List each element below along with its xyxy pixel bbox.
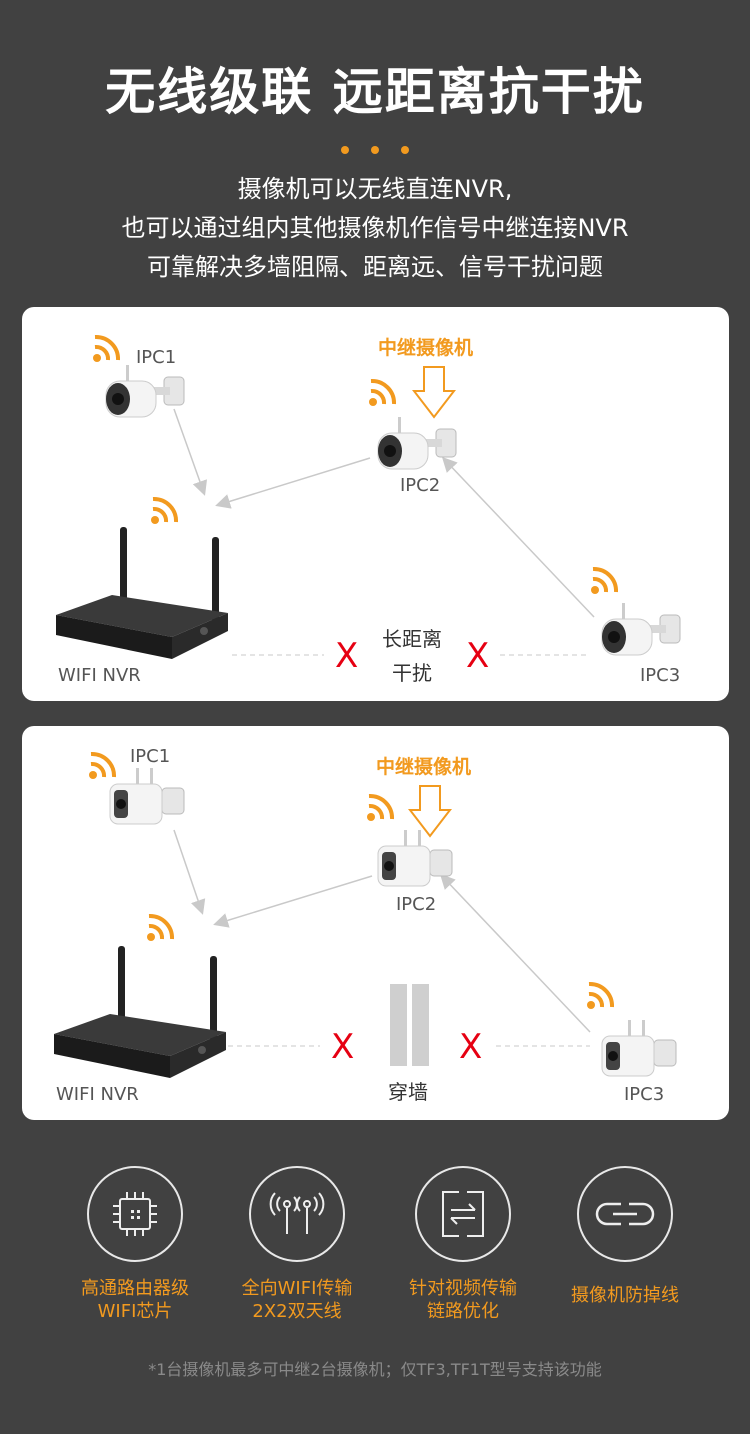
wifi-icon bbox=[591, 566, 619, 594]
camera-icon-ipc2 bbox=[377, 417, 457, 470]
wall-icon bbox=[412, 984, 429, 1066]
ipc1-label: IPC1 bbox=[136, 347, 177, 368]
camera-icon-ipc1 bbox=[109, 768, 185, 825]
description-line-3: 可靠解决多墙阻隔、距离远、信号干扰问题 bbox=[147, 253, 603, 281]
diagram-long-distance: 中继摄像机 IPC1 IPC2 IPC3 WIFI NVR X X 长距离 干扰 bbox=[22, 307, 729, 701]
blocked-cross-icon: X bbox=[335, 636, 359, 676]
link-icon bbox=[595, 1202, 655, 1226]
antenna-icon bbox=[269, 1192, 325, 1234]
relay-camera-label: 中继摄像机 bbox=[378, 337, 474, 359]
camera-icon-ipc1 bbox=[105, 365, 185, 418]
chip-icon bbox=[113, 1192, 157, 1236]
blocked-cross-icon: X bbox=[466, 636, 490, 676]
connection-lines bbox=[173, 408, 595, 656]
ipc3-label: IPC3 bbox=[624, 1084, 665, 1105]
video-link-icon bbox=[442, 1191, 484, 1237]
wifi-icon bbox=[147, 913, 175, 941]
camera-icon-ipc2 bbox=[377, 830, 453, 887]
nvr-device-icon bbox=[56, 527, 228, 659]
footnote: *1台摄像机最多可中继2台摄像机；仅TF3,TF1T型号支持该功能 bbox=[148, 1360, 602, 1379]
description-line-2: 也可以通过组内其他摄像机作信号中继连接NVR bbox=[121, 214, 629, 242]
camera-icon-ipc3 bbox=[601, 1020, 677, 1077]
diagram-through-wall: 中继摄像机 IPC1 IPC2 IPC3 WIFI NVR X X 穿墙 bbox=[22, 726, 729, 1120]
feature-line: 全向WIFI传输 bbox=[241, 1278, 353, 1299]
wall-icon bbox=[390, 984, 407, 1066]
relay-arrow-icon bbox=[412, 366, 456, 419]
feature-line: 针对视频传输 bbox=[409, 1278, 517, 1299]
ipc2-label: IPC2 bbox=[396, 894, 437, 915]
feature-item: 摄像机防掉线 bbox=[540, 1166, 710, 1307]
ipc2-label: IPC2 bbox=[400, 475, 441, 496]
blocked-cross-icon: X bbox=[331, 1027, 355, 1067]
title-dots bbox=[0, 146, 750, 154]
blocked-cross-icon: X bbox=[459, 1027, 483, 1067]
feature-line: 链路优化 bbox=[427, 1301, 499, 1322]
wifi-icon bbox=[369, 378, 397, 406]
wifi-icon bbox=[89, 751, 117, 779]
feature-line: WIFI芯片 bbox=[97, 1301, 173, 1322]
description-line-1: 摄像机可以无线直连NVR, bbox=[237, 175, 513, 203]
wifi-icon bbox=[93, 334, 121, 362]
feature-line: 2X2双天线 bbox=[252, 1301, 342, 1322]
ipc3-label: IPC3 bbox=[640, 665, 681, 686]
obstacle-label-interference: 干扰 bbox=[392, 661, 432, 685]
page-title: 无线级联 远距离抗干扰 bbox=[105, 63, 645, 121]
wifi-icon bbox=[151, 496, 179, 524]
nvr-device-icon bbox=[54, 946, 226, 1078]
feature-line: 摄像机防掉线 bbox=[571, 1285, 679, 1306]
camera-icon-ipc3 bbox=[601, 603, 681, 656]
description: 摄像机可以无线直连NVR, 也可以通过组内其他摄像机作信号中继连接NVR 可靠解… bbox=[0, 170, 750, 287]
nvr-label: WIFI NVR bbox=[56, 1084, 139, 1105]
nvr-label: WIFI NVR bbox=[58, 665, 141, 686]
obstacle-label-wall: 穿墙 bbox=[388, 1080, 428, 1104]
wifi-icon bbox=[367, 793, 395, 821]
relay-camera-label: 中继摄像机 bbox=[376, 756, 472, 778]
feature-line: 高通路由器级 bbox=[81, 1278, 189, 1299]
relay-arrow-icon bbox=[408, 785, 452, 838]
obstacle-label-distance: 长距离 bbox=[382, 627, 442, 651]
feature-item: 针对视频传输链路优化 bbox=[378, 1166, 548, 1323]
connection-lines bbox=[173, 829, 591, 1047]
wifi-icon bbox=[587, 981, 615, 1009]
ipc1-label: IPC1 bbox=[130, 746, 171, 767]
